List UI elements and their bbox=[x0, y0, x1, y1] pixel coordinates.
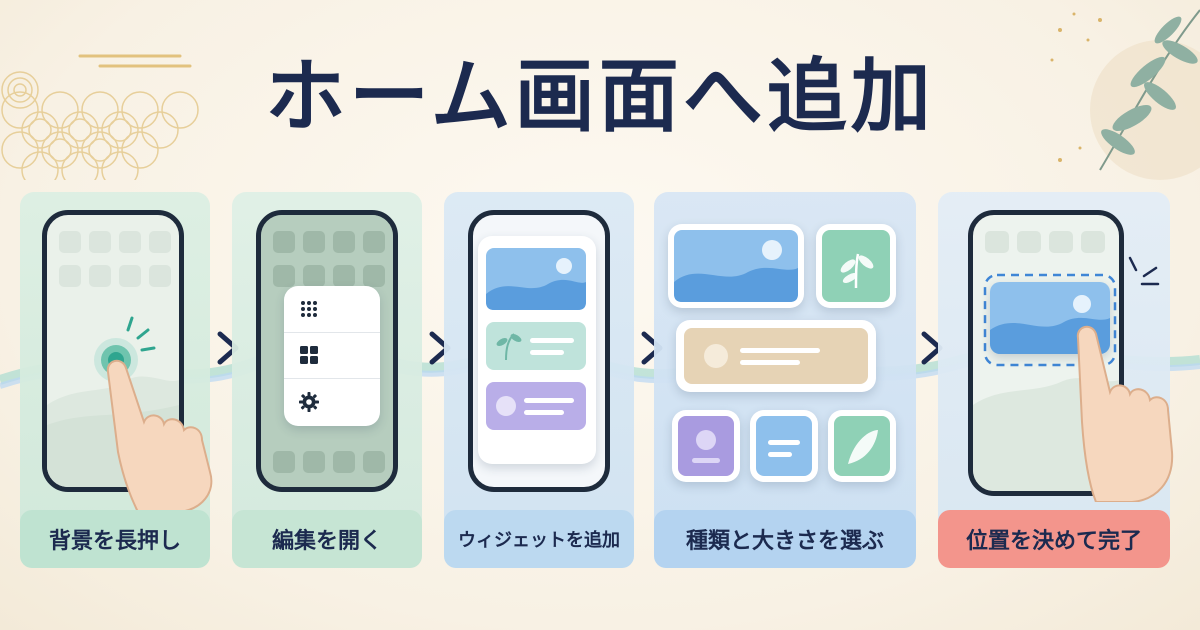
small-leaf-widget[interactable] bbox=[828, 410, 896, 482]
pointing-hand-icon bbox=[1076, 325, 1174, 502]
widget-picker-sheet bbox=[478, 236, 596, 464]
wide-info-widget[interactable] bbox=[676, 320, 876, 392]
page-title: ホーム画面へ追加 bbox=[265, 49, 935, 143]
large-photo-widget[interactable] bbox=[668, 224, 804, 308]
wave-pattern-decoration bbox=[1, 54, 199, 180]
gear-icon bbox=[299, 392, 319, 412]
small-list-widget[interactable] bbox=[750, 410, 818, 482]
photo-widget-option bbox=[486, 248, 586, 310]
step-4-label: 種類と大きさを選ぶ bbox=[654, 510, 916, 568]
leaf-branch-decoration bbox=[1050, 9, 1200, 180]
step-5-label: 位置を決めて完了 bbox=[938, 510, 1170, 568]
step-2-label: 編集を開く bbox=[232, 510, 422, 568]
small-plant-widget[interactable] bbox=[816, 224, 896, 308]
profile-widget-option bbox=[486, 382, 586, 430]
step-1-label: 背景を長押し bbox=[20, 510, 210, 568]
step-3-label: ウィジェットを追加 bbox=[444, 510, 634, 568]
plant-widget-option bbox=[486, 322, 586, 370]
widgets-icon bbox=[300, 346, 318, 364]
sparkle-icon bbox=[1128, 256, 1160, 286]
menu-item-settings[interactable] bbox=[284, 378, 380, 426]
edit-menu-popup bbox=[284, 286, 380, 426]
small-profile-widget[interactable] bbox=[672, 410, 740, 482]
menu-item-widgets[interactable] bbox=[284, 332, 380, 379]
placement-target-outline bbox=[983, 273, 1117, 367]
pointing-hand-icon bbox=[106, 359, 213, 512]
menu-item-apps[interactable] bbox=[284, 286, 380, 333]
apps-grid-icon bbox=[301, 301, 317, 317]
